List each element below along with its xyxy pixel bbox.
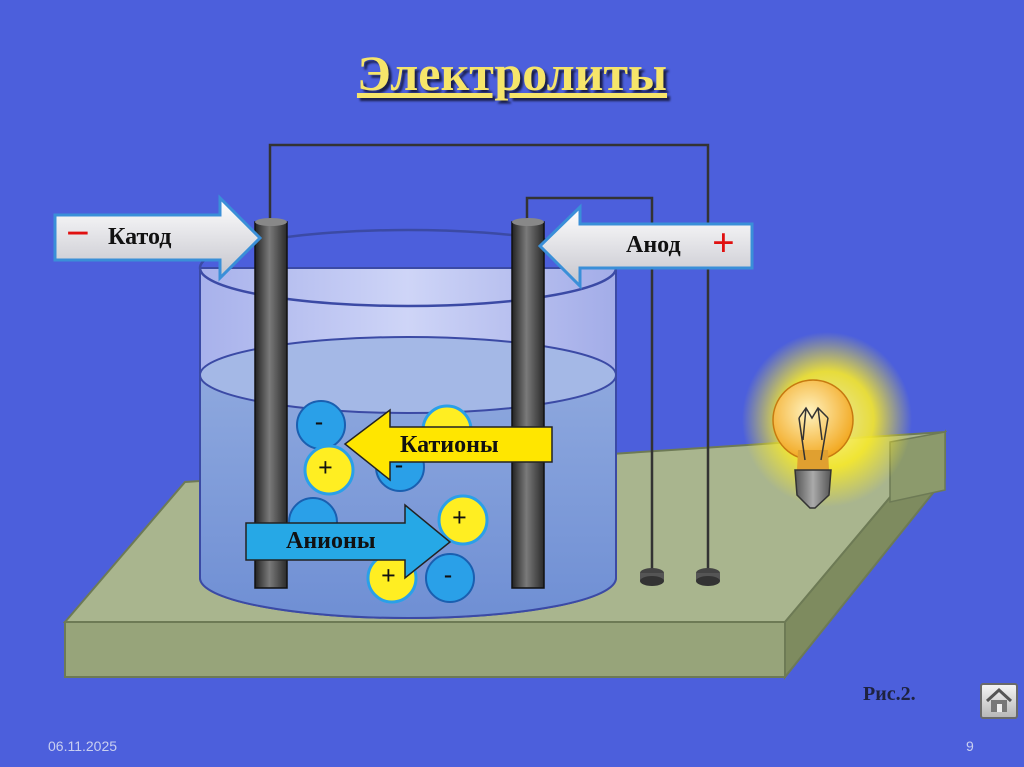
ion-sign-negative: - <box>315 409 323 435</box>
anion-ion <box>425 553 475 603</box>
figure-caption: Рис.2. <box>863 683 916 705</box>
ion-sign-negative: - <box>444 562 452 588</box>
cathode-arrow <box>53 194 263 282</box>
cation-ion <box>437 494 489 546</box>
footer-page-number: 9 <box>966 738 974 754</box>
home-button[interactable] <box>980 683 1018 719</box>
anions-label: Анионы <box>286 528 376 554</box>
light-bulb-icon <box>742 332 912 509</box>
terminals <box>640 568 720 586</box>
footer-date: 06.11.2025 <box>48 738 118 754</box>
home-icon <box>985 687 1013 712</box>
anode-rod <box>511 221 545 589</box>
anions-arrow <box>245 503 452 580</box>
cathode-minus-sign: − <box>66 211 90 257</box>
ion-sign-positive: + <box>381 561 396 590</box>
anode-plus-sign: + <box>712 220 735 265</box>
slide-title: Электролиты <box>356 45 668 101</box>
ion-sign-negative: - <box>395 452 403 478</box>
cation-ion <box>303 444 355 496</box>
ion-sign-positive: + <box>452 503 467 532</box>
cations-label: Катионы <box>400 432 499 458</box>
anode-label: Анод <box>626 232 681 258</box>
ion-sign-positive: + <box>318 453 333 482</box>
cathode-label: Катод <box>108 224 172 250</box>
cations-arrow <box>343 408 553 482</box>
anode-arrow <box>537 203 754 290</box>
circuit-wires <box>268 143 710 570</box>
